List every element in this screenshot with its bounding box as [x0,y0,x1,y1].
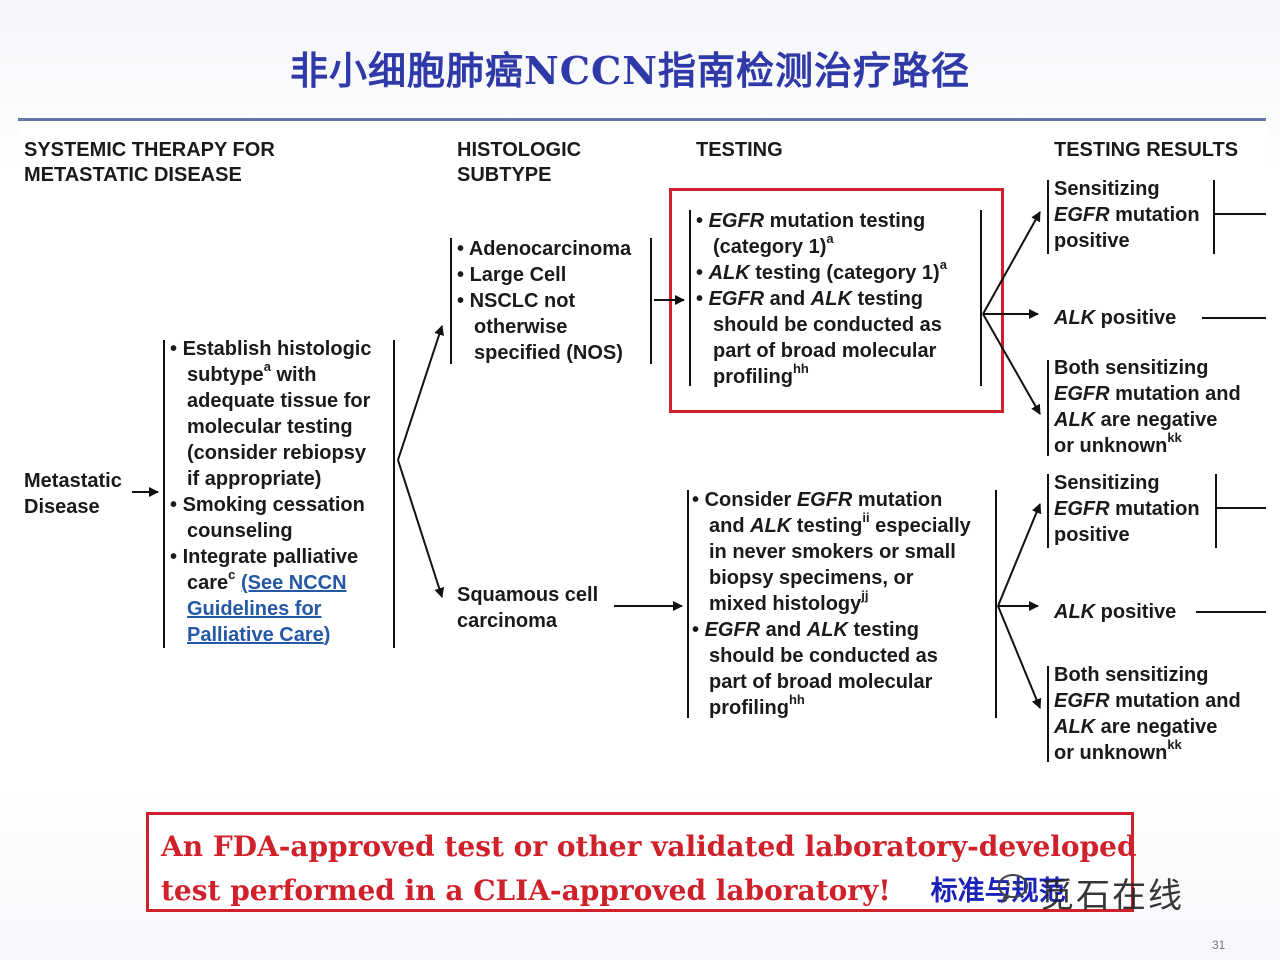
palliative-care-link-line3[interactable]: Palliative Care [187,624,324,646]
node-subtype-squamous: Squamous cell carcinoma [457,584,599,632]
node-workup-list: • Establish histologic subtypea with ade… [170,338,372,646]
node-result-negative-bottom: Both sensitizing EGFR mutation and ALK a… [1054,664,1241,764]
fda-note-line2: test performed in a CLIA-approved labora… [161,874,1066,907]
flowchart-panel [18,118,1266,769]
slide-title: 非小细胞肺癌NCCN指南检测治疗路径 [290,48,970,93]
palliative-care-link-line2[interactable]: Guidelines for [187,598,322,620]
node-testing-nonsquamous: • EGFR mutation testing (category 1)a • … [696,210,947,388]
header-testing-results: TESTING RESULTS [1054,139,1239,161]
header-histologic-subtype: HISTOLOGIC SUBTYPE [457,139,582,186]
node-result-negative-top: Both sensitizing EGFR mutation and ALK a… [1054,357,1241,457]
page-number: 31 [1212,938,1226,952]
node-result-alk-positive-bottom: ALK positive [1054,601,1177,623]
node-subtype-nonsquamous: • Adenocarcinoma • Large Cell • NSCLC no… [457,238,632,364]
fda-note-box: An FDA-approved test or other validated … [146,812,1137,912]
node-result-egfr-positive-bottom: Sensitizing EGFR mutation positive [1054,472,1200,546]
palliative-care-link[interactable]: (See NCCN [240,572,347,594]
fda-note-line1: An FDA-approved test or other validated … [161,830,1137,863]
node-result-egfr-positive-top: Sensitizing EGFR mutation positive [1054,178,1200,252]
header-systemic-therapy: SYSTEMIC THERAPY FOR METASTATIC DISEASE [24,139,275,186]
node-testing-squamous: • Consider EGFR mutation and ALK testing… [692,489,971,719]
wechat-logo-icon [998,874,1028,904]
standard-label: 标准与规范 [930,876,1066,907]
watermark-text: 觅石在线 [1040,876,1184,916]
node-metastatic-disease: Metastatic Disease [24,470,122,518]
header-testing: TESTING [696,139,783,161]
node-result-alk-positive-top: ALK positive [1054,307,1177,329]
